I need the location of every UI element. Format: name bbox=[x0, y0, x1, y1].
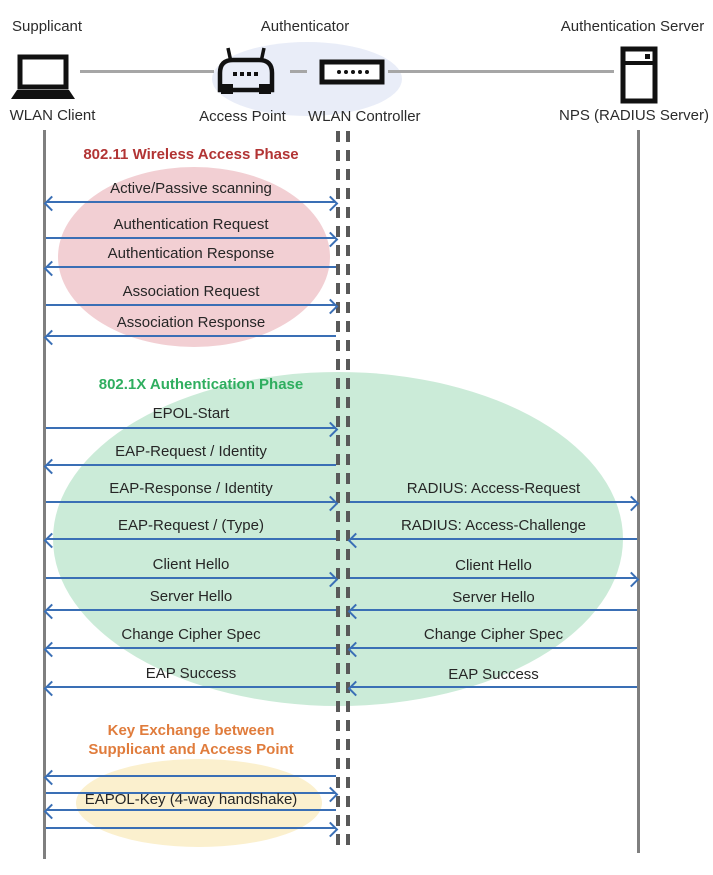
phase3-title: Key Exchange between Supplicant and Acce… bbox=[46, 721, 336, 759]
arrow-eap-request-identity bbox=[46, 464, 336, 466]
message-label: EAP-Request / (Type) bbox=[118, 517, 264, 534]
arrow-eap-success-right bbox=[350, 686, 637, 688]
message-label: Server Hello bbox=[149, 588, 233, 605]
arrow-server-hello-left bbox=[46, 609, 336, 611]
arrow-epol-start bbox=[46, 427, 336, 429]
lifeline-controller-dash-2 bbox=[346, 131, 350, 851]
laptop-icon bbox=[11, 54, 75, 105]
arrow-association-response bbox=[46, 335, 336, 337]
message-label: Authentication Request bbox=[113, 216, 269, 233]
message-label: Active/Passive scanning bbox=[110, 180, 272, 197]
arrow-association-request bbox=[46, 304, 336, 306]
message-label: Client Hello bbox=[455, 557, 532, 574]
phase1-ellipse bbox=[58, 167, 330, 347]
wireless-router-icon bbox=[216, 46, 276, 105]
message-label: Client Hello bbox=[152, 556, 230, 573]
arrow-eap-request-type bbox=[46, 538, 336, 540]
message-label: Association Response bbox=[116, 314, 266, 331]
message-label: EAPOL-Key (4-way handshake) bbox=[84, 791, 298, 808]
role-title-authentication-server: Authentication Server bbox=[560, 18, 705, 35]
controller-icon bbox=[319, 59, 385, 90]
message-label: Association Request bbox=[122, 283, 260, 300]
phase3-title-line1: Key Exchange between bbox=[107, 722, 275, 739]
arrow-eap-response-identity bbox=[46, 501, 336, 503]
role-title-supplicant: Supplicant bbox=[12, 18, 83, 35]
message-label: EPOL-Start bbox=[152, 405, 230, 422]
phase2-title: 802.1X Authentication Phase bbox=[98, 376, 304, 393]
lifeline-nps bbox=[637, 130, 640, 853]
arrow-radius-access-challenge bbox=[350, 538, 637, 540]
server-icon bbox=[620, 46, 658, 109]
connector-ap-controller bbox=[290, 70, 307, 73]
device-label-access-point: Access Point bbox=[199, 108, 286, 125]
arrow-eapol-key-4 bbox=[46, 827, 336, 829]
lifeline-wlan-client bbox=[43, 130, 46, 859]
arrow-eapol-key-1 bbox=[46, 775, 336, 777]
arrow-authentication-response bbox=[46, 266, 336, 268]
message-label: Server Hello bbox=[452, 589, 535, 606]
message-label: RADIUS: Access-Challenge bbox=[400, 517, 587, 534]
arrow-eap-success-left bbox=[46, 686, 336, 688]
role-title-authenticator: Authenticator bbox=[260, 18, 350, 35]
arrow-change-cipher-spec-left bbox=[46, 647, 336, 649]
message-label: EAP Success bbox=[448, 666, 539, 683]
phase1-title: 802.11 Wireless Access Phase bbox=[83, 146, 299, 163]
message-label: EAP Success bbox=[145, 665, 237, 682]
arrow-server-hello-right bbox=[350, 609, 637, 611]
message-label: EAP-Request / Identity bbox=[115, 443, 267, 460]
phase3-ellipse bbox=[76, 759, 322, 847]
device-label-wlan-client: WLAN Client bbox=[9, 107, 96, 124]
arrow-authentication-request bbox=[46, 237, 336, 239]
arrow-client-hello-right bbox=[350, 577, 637, 579]
device-label-nps: NPS (RADIUS Server) bbox=[558, 107, 710, 124]
arrow-eapol-key-2 bbox=[46, 792, 336, 794]
phase3-title-line2: Supplicant and Access Point bbox=[88, 741, 294, 758]
arrow-active-passive-scanning bbox=[46, 201, 336, 203]
arrow-change-cipher-spec-right bbox=[350, 647, 637, 649]
message-label: Authentication Response bbox=[107, 245, 275, 262]
connector-client-ap bbox=[80, 70, 214, 73]
arrow-radius-access-request bbox=[350, 501, 637, 503]
message-label: EAP-Response / Identity bbox=[109, 480, 273, 497]
arrow-eapol-key-3 bbox=[46, 809, 336, 811]
message-label: Change Cipher Spec bbox=[423, 626, 564, 643]
message-label: Change Cipher Spec bbox=[121, 626, 261, 643]
connector-controller-server bbox=[388, 70, 614, 73]
arrow-client-hello-left bbox=[46, 577, 336, 579]
lifeline-controller-dash-1 bbox=[336, 131, 340, 851]
message-label: RADIUS: Access-Request bbox=[406, 480, 581, 497]
device-label-wlan-controller: WLAN Controller bbox=[308, 108, 421, 125]
